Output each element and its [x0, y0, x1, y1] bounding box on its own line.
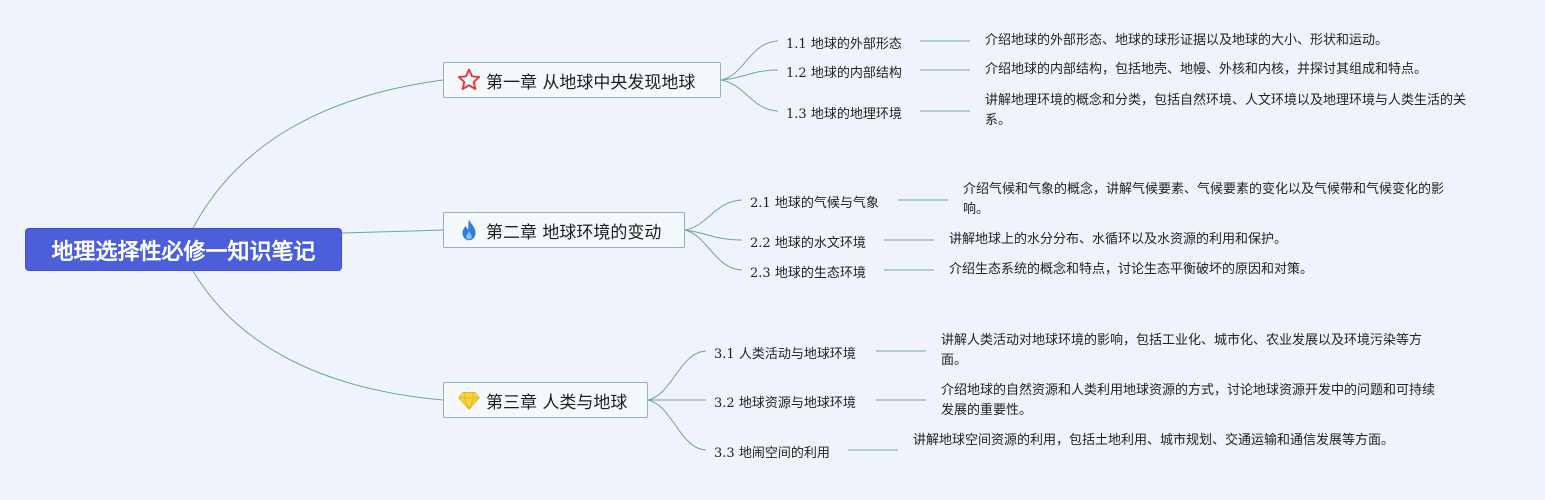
section-number: 2.1: [750, 196, 771, 211]
section-number: 3.2: [714, 396, 735, 411]
chapter-title: 第三章 人类与地球: [486, 392, 628, 413]
section-number: 1.3: [786, 107, 807, 122]
section-desc-1-2: 介绍地球的内部结构，包括地壳、地幔、外核和内核，并探讨其组成和特点。: [985, 62, 1428, 77]
section-title: 地球的外部形态: [810, 37, 902, 52]
link-ch3-s1: [647, 350, 707, 401]
chapter-node-3[interactable]: 第三章 人类与地球: [443, 382, 648, 418]
section-title: 地球的生态环境: [774, 266, 866, 281]
section-number: 2.2: [750, 236, 771, 251]
section-title: 地球的内部结构: [810, 66, 902, 81]
section-title: 地球的地理环境: [810, 107, 902, 122]
star-icon: [456, 67, 482, 93]
section-title: 地闹空间的利用: [738, 446, 830, 461]
section-node-3-3[interactable]: 3.3 地闹空间的利用: [714, 442, 830, 461]
section-desc-1-1: 介绍地球的外部形态、地球的球形证据以及地球的大小、形状和运动。: [985, 33, 1389, 48]
section-desc-3-1: 讲解人类活动对地球环境的影响，包括工业化、城市化、农业发展以及环境污染等方面。: [941, 333, 1423, 368]
section-number: 2.3: [750, 266, 771, 281]
link-ch2-s1: [684, 199, 743, 231]
section-node-2-3[interactable]: 2.3 地球的生态环境: [750, 262, 866, 281]
section-desc-3-2: 介绍地球的自然资源和人类利用地球资源的方式，讨论地球资源开发中的问题和可持续发展…: [941, 383, 1436, 418]
link-ch3-s3: [647, 399, 707, 451]
link-root-ch2: [341, 229, 444, 234]
section-title: 人类活动与地球环境: [738, 347, 856, 362]
section-node-1-1[interactable]: 1.1 地球的外部形态: [786, 33, 902, 52]
link-ch1-s2: [720, 69, 779, 81]
section-number: 1.1: [786, 37, 807, 52]
link-ch2-s2: [684, 229, 743, 241]
section-number: 3.1: [714, 347, 735, 362]
section-number: 1.2: [786, 66, 807, 81]
chapter-node-2[interactable]: 第二章 地球环境的变动: [443, 212, 685, 248]
chapter-node-1[interactable]: 第一章 从地球中央发现地球: [443, 62, 721, 98]
section-node-2-1[interactable]: 2.1 地球的气候与气象: [750, 192, 879, 211]
gem-icon: [456, 387, 482, 413]
section-node-2-2[interactable]: 2.2 地球的水文环境: [750, 232, 866, 251]
link-root-ch1: [192, 79, 444, 229]
section-number: 3.3: [714, 446, 735, 461]
link-ch1-s3: [720, 79, 779, 112]
fire-icon: [456, 217, 482, 243]
section-desc-2-3: 介绍生态系统的概念和特点，讨论生态平衡破坏的原因和对策。: [949, 262, 1314, 277]
section-title: 地球的水文环境: [774, 236, 866, 251]
root-node[interactable]: 地理选择性必修一知识笔记: [25, 228, 342, 271]
section-desc-1-3: 讲解地理环境的概念和分类，包括自然环境、人文环境以及地理环境与人类生活的关系。: [985, 93, 1467, 128]
section-node-1-2[interactable]: 1.2 地球的内部结构: [786, 62, 902, 81]
root-title: 地理选择性必修一知识笔记: [51, 239, 316, 265]
link-ch1-s1: [720, 40, 779, 81]
section-desc-2-2: 讲解地球上的水分分布、水循环以及水资源的利用和保护。: [949, 232, 1288, 247]
section-title: 地球资源与地球环境: [738, 396, 856, 411]
section-desc-3-3: 讲解地球空间资源的利用，包括土地利用、城市规划、交通运输和通信发展等方面。: [913, 433, 1395, 448]
section-node-3-1[interactable]: 3.1 人类活动与地球环境: [714, 343, 856, 362]
section-node-1-3[interactable]: 1.3 地球的地理环境: [786, 103, 902, 122]
link-root-ch3: [192, 270, 444, 401]
section-title: 地球的气候与气象: [774, 196, 879, 211]
section-desc-2-1: 介绍气候和气象的概念，讲解气候要素、气候要素的变化以及气候带和气候变化的影响。: [963, 182, 1445, 217]
chapter-title: 第一章 从地球中央发现地球: [486, 72, 696, 93]
chapter-title: 第二章 地球环境的变动: [486, 222, 662, 243]
link-ch2-s3: [684, 229, 743, 271]
section-node-3-2[interactable]: 3.2 地球资源与地球环境: [714, 392, 856, 411]
